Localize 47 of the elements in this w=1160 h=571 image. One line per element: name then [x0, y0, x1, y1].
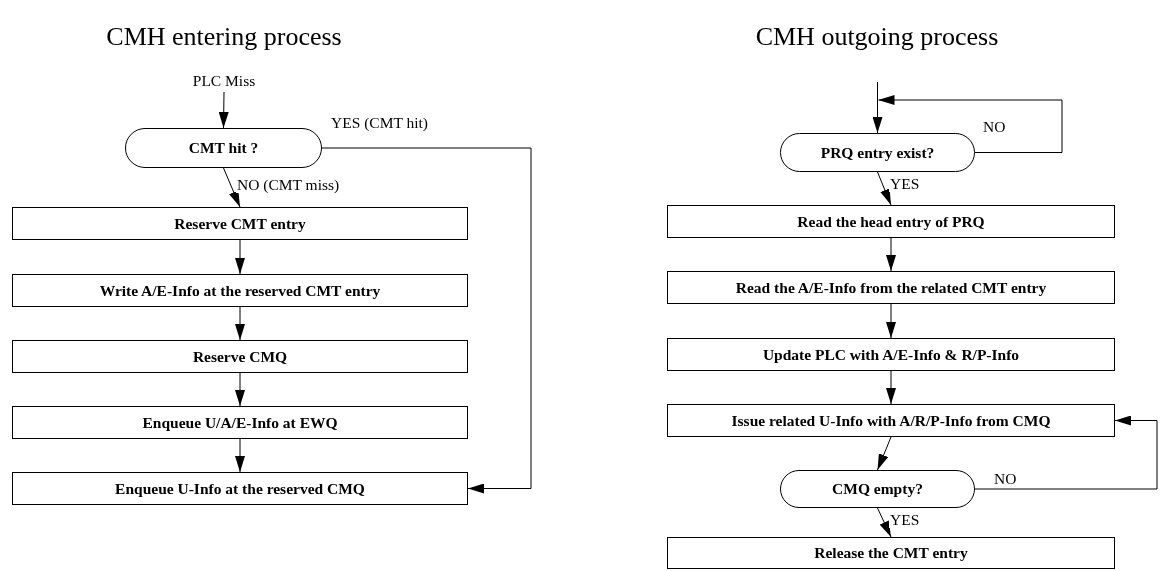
step-text: Enqueue U/A/E-Info at EWQ — [142, 413, 338, 432]
arrow — [877, 507, 892, 538]
decision-terminator — [125, 128, 322, 168]
arrow — [872, 81, 883, 134]
process-box — [12, 340, 468, 373]
section-heading: CMH entering process — [106, 22, 342, 52]
process-box — [12, 406, 468, 439]
arrow — [878, 95, 1063, 153]
arrow — [235, 438, 245, 473]
arrow — [218, 91, 229, 129]
arrow — [886, 303, 896, 339]
arrow — [223, 167, 241, 208]
process-box — [667, 271, 1115, 304]
arrow — [235, 306, 245, 341]
arrow — [877, 171, 892, 206]
step-text: Reserve CMT entry — [174, 214, 306, 233]
start-label: PLC Miss — [192, 72, 256, 90]
edge-label: YES (CMT hit) — [330, 114, 430, 132]
step-text: PRQ entry exist? — [820, 143, 935, 162]
process-box — [12, 207, 468, 240]
step-text: Issue related U-Info with A/R/P-Info from CMQ — [731, 411, 1051, 430]
step-text: Update PLC with A/E-Info & R/P-Info — [762, 345, 1020, 364]
process-box — [667, 338, 1115, 371]
process-box — [12, 274, 468, 307]
step-text: Read the A/E-Info from the related CMT entry — [735, 278, 1047, 297]
arrow — [235, 372, 245, 407]
process-box — [12, 472, 468, 505]
arrow — [321, 147, 532, 494]
process-box — [667, 404, 1115, 437]
step-text: CMQ empty? — [832, 480, 923, 498]
process-box — [667, 205, 1115, 238]
step-text: Write A/E-Info at the reserved CMT entry — [99, 281, 381, 300]
step-text: Enqueue U-Info at the reserved CMQ — [115, 479, 365, 498]
arrow — [974, 415, 1158, 490]
section-heading: CMH outgoing process — [755, 22, 999, 52]
arrow — [886, 370, 896, 405]
decision-terminator — [780, 133, 975, 172]
step-text: Reserve CMQ — [192, 347, 288, 366]
edge-label: NO (CMT miss) — [236, 176, 341, 194]
arrow — [877, 436, 892, 471]
arrow — [886, 237, 896, 272]
step-text: CMT hit ? — [188, 139, 259, 157]
process-box — [667, 537, 1115, 569]
arrow — [235, 239, 245, 275]
step-text: Read the head entry of PRQ — [797, 212, 985, 231]
step-text: Release the CMT entry — [814, 544, 968, 562]
decision-terminator — [780, 470, 975, 508]
